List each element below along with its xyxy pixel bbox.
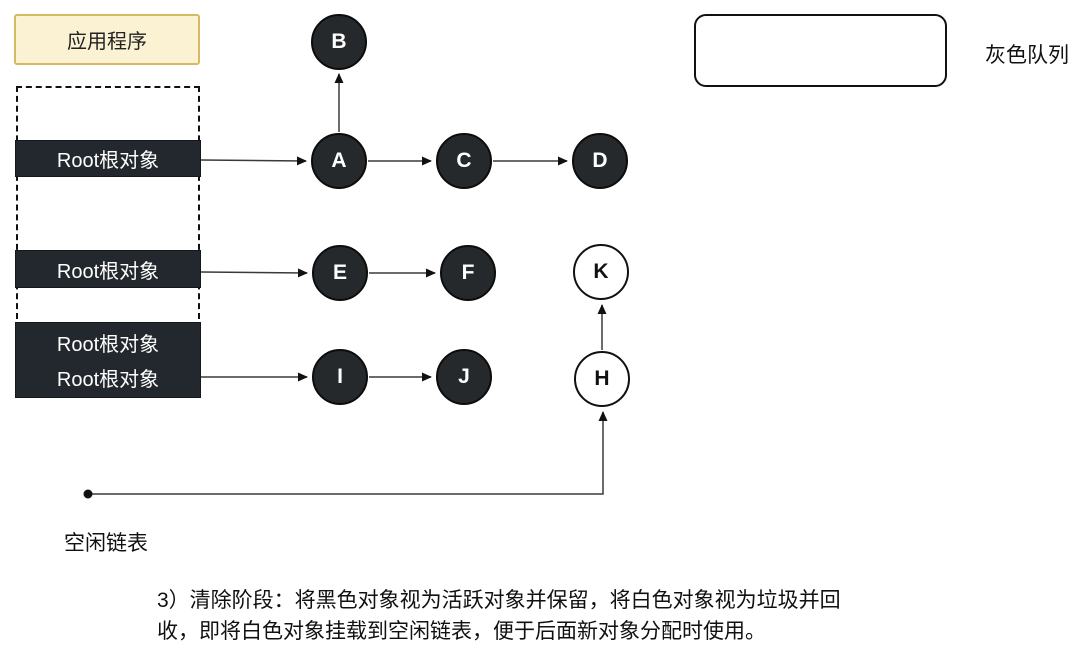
node-e-label: E bbox=[332, 261, 347, 284]
application-box-label: 应用程序 bbox=[67, 31, 147, 53]
root-object-label: Root根对象 bbox=[56, 369, 160, 391]
root-object-label: Root根对象 bbox=[56, 334, 160, 356]
node-a-label: A bbox=[331, 149, 347, 172]
node-e: E bbox=[312, 245, 368, 301]
application-box: 应用程序 bbox=[14, 14, 200, 65]
node-c-label: C bbox=[456, 149, 472, 172]
free-list-dot bbox=[83, 489, 93, 499]
edge-freelist-h bbox=[88, 411, 608, 495]
node-f: F bbox=[440, 245, 496, 301]
root-object-box-2: Root根对象 bbox=[15, 250, 201, 288]
node-k-label: K bbox=[593, 260, 609, 283]
node-i: I bbox=[312, 349, 368, 405]
edge-root1-a bbox=[200, 156, 307, 166]
node-i-label: I bbox=[337, 365, 343, 388]
edge-root2-e bbox=[200, 268, 308, 278]
caption-line-2: 收，即将白色对象挂载到空闲链表，便于后面新对象分配时使用。 bbox=[157, 620, 766, 643]
caption-line-1: 3）清除阶段：将黑色对象视为活跃对象并保留，将白色对象视为垃圾并回 bbox=[157, 589, 841, 612]
root-object-label: Root根对象 bbox=[56, 150, 160, 172]
free-list-label: 空闲链表 bbox=[64, 532, 148, 555]
caption: 3）清除阶段：将黑色对象视为活跃对象并保留，将白色对象视为垃圾并回 收，即将白色… bbox=[157, 585, 897, 647]
node-f-label: F bbox=[461, 261, 475, 284]
node-b: B bbox=[311, 14, 367, 70]
node-d-label: D bbox=[592, 149, 608, 172]
root-object-box-1: Root根对象 bbox=[15, 140, 201, 177]
root-object-box-3: Root根对象 Root根对象 bbox=[15, 322, 201, 398]
node-j: J bbox=[436, 349, 492, 405]
node-c: C bbox=[436, 133, 492, 189]
root-object-label: Root根对象 bbox=[56, 260, 160, 283]
node-h: H bbox=[574, 351, 630, 407]
gray-queue-label: 灰色队列 bbox=[985, 44, 1069, 67]
node-k: K bbox=[573, 244, 629, 300]
node-h-label: H bbox=[594, 367, 610, 390]
node-a: A bbox=[311, 133, 367, 189]
node-d: D bbox=[572, 133, 628, 189]
node-j-label: J bbox=[458, 365, 470, 388]
node-b-label: B bbox=[331, 30, 347, 53]
gray-queue-box bbox=[694, 14, 947, 87]
